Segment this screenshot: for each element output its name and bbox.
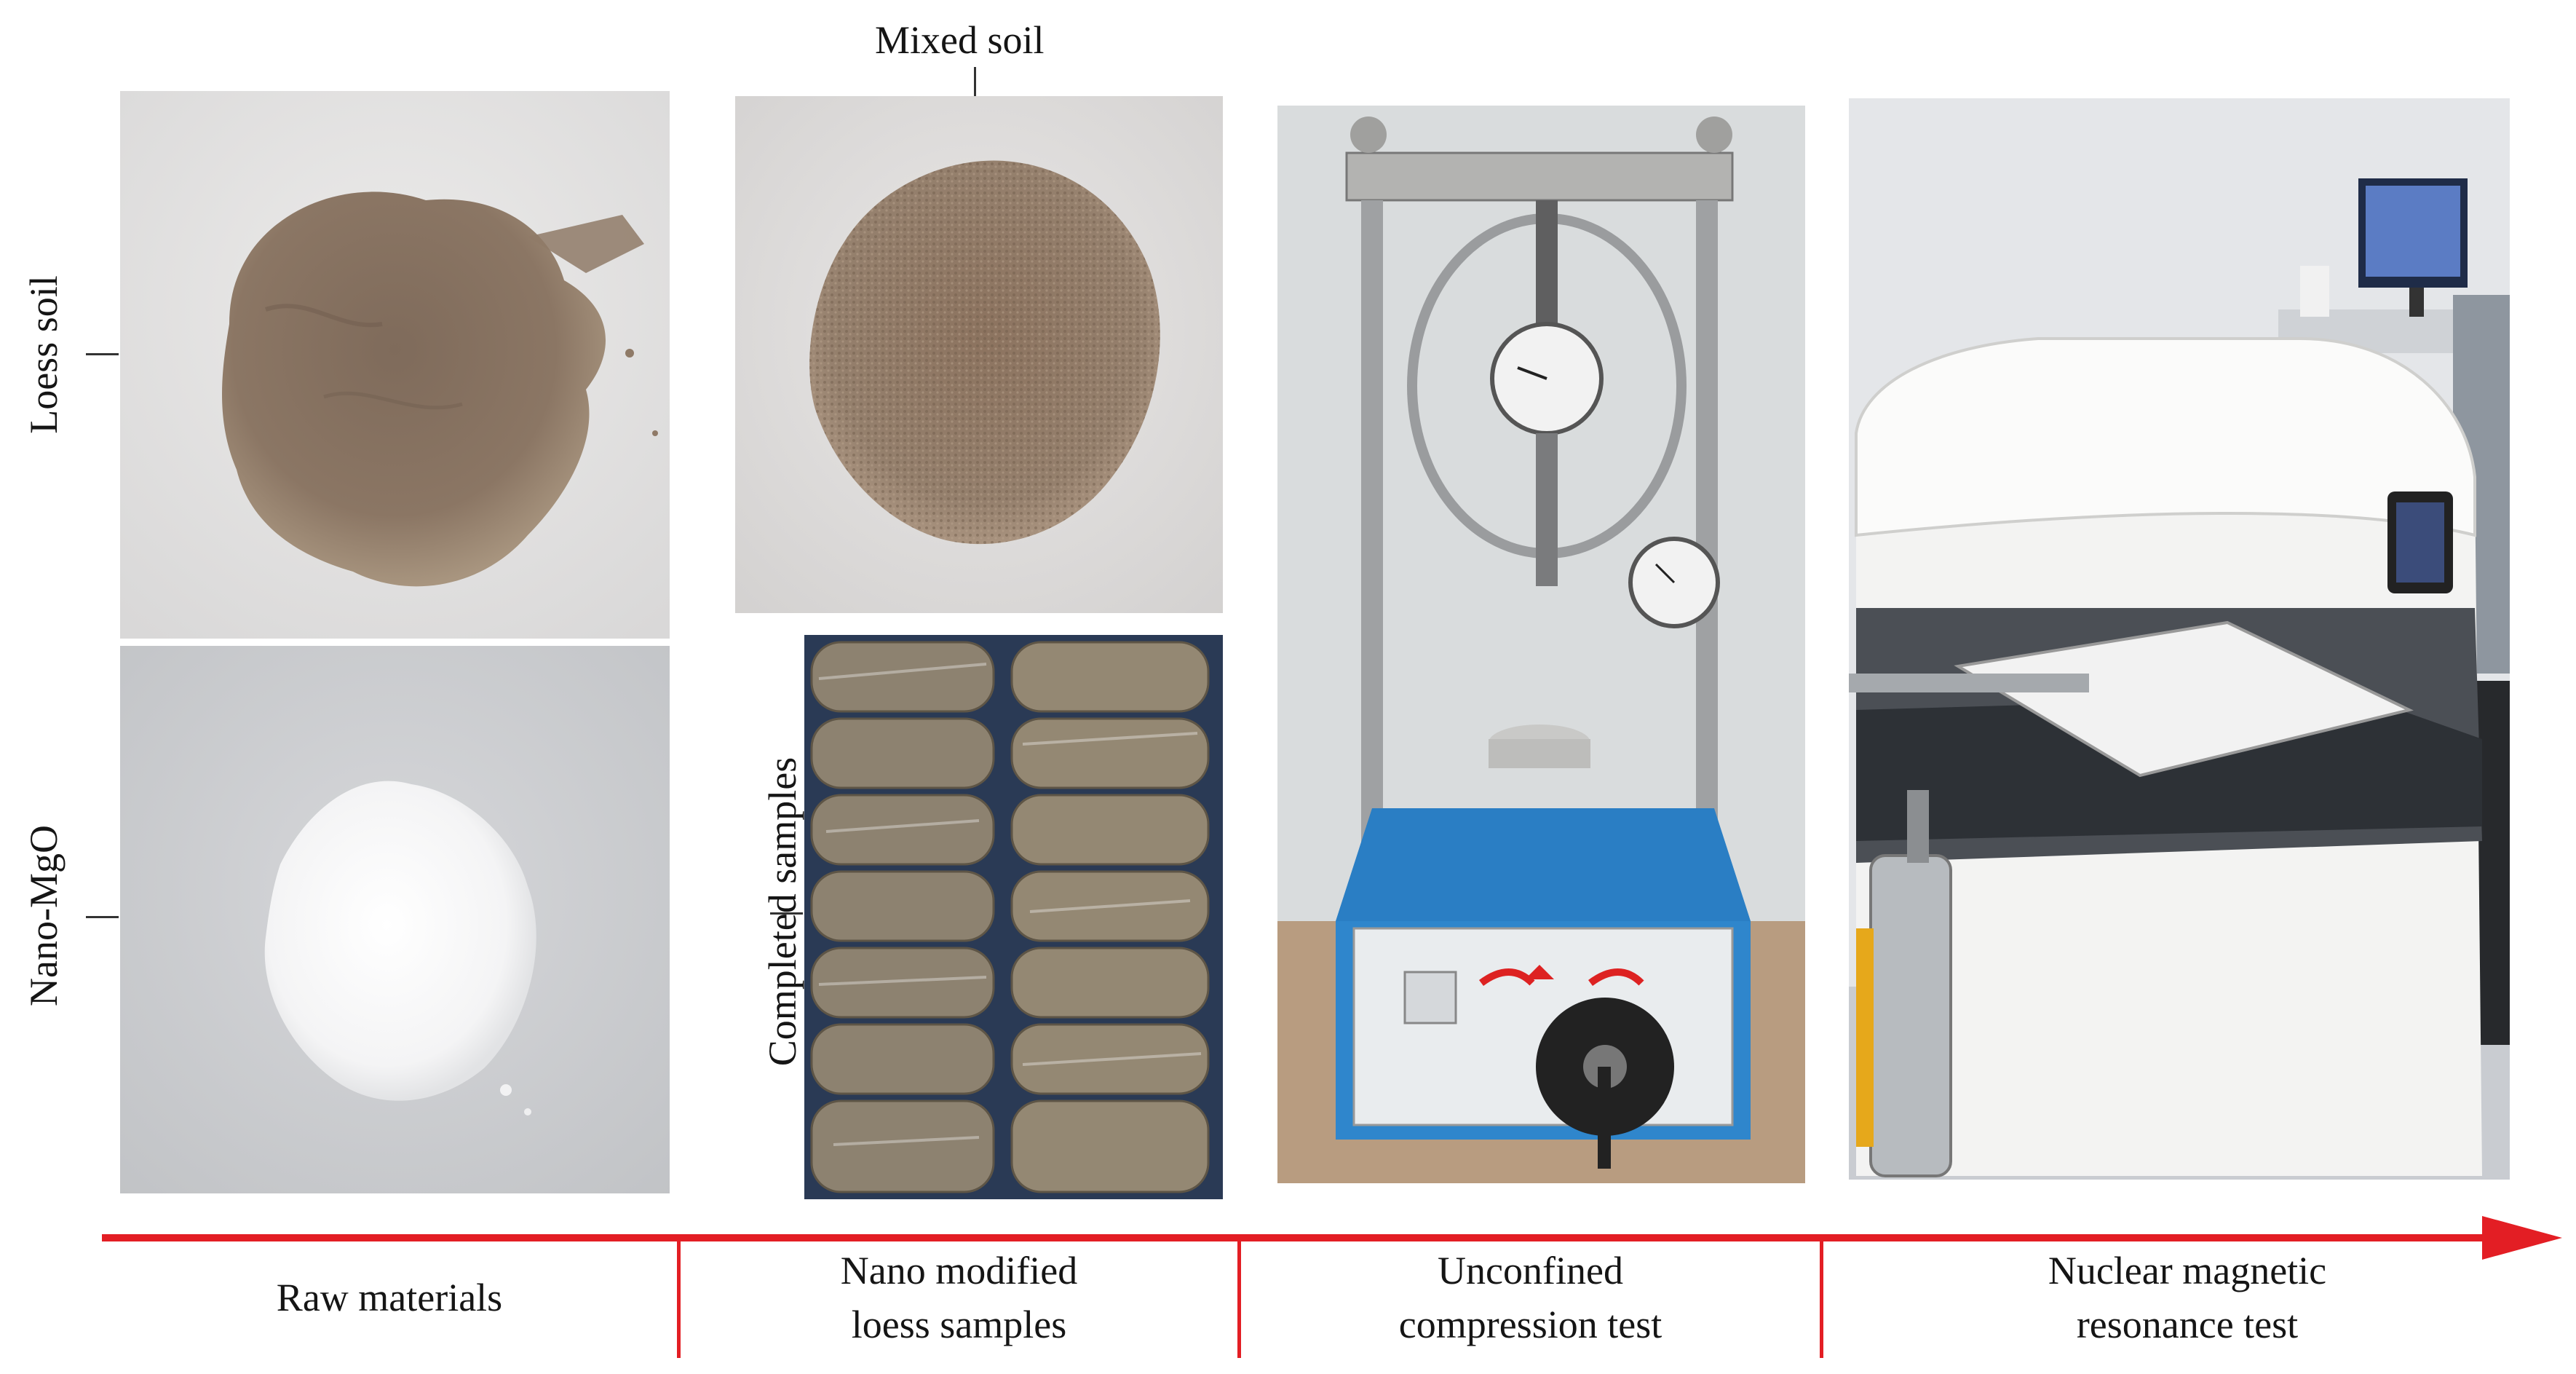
stage-4-line-2: resonance test	[2076, 1303, 2299, 1346]
nano-mgo-photo	[120, 646, 670, 1193]
completed-samples-leader	[770, 912, 803, 915]
mixed-soil-leader	[974, 67, 976, 96]
completed-samples-label: Completed samples	[761, 757, 804, 1067]
stage-raw-materials: Raw materials	[102, 1247, 677, 1349]
stage-unconfined-compression: Unconfined compression test	[1241, 1247, 1820, 1349]
stage-1-line-1: Raw materials	[276, 1276, 503, 1319]
stage-nano-modified-samples: Nano modified loess samples	[681, 1247, 1237, 1349]
stage-divider-1	[677, 1238, 681, 1358]
nano-mgo-label: Nano-MgO	[22, 825, 66, 1006]
nano-mgo-leader	[86, 916, 119, 918]
stage-3-line-1: Unconfined	[1438, 1249, 1623, 1292]
loess-soil-leader	[86, 353, 119, 355]
stage-divider-3	[1820, 1238, 1823, 1358]
nmr-instrument-photo	[1849, 98, 2510, 1180]
loess-soil-label: Loess soil	[22, 275, 66, 434]
loess-soil-photo	[120, 91, 670, 639]
stage-3-line-2: compression test	[1398, 1303, 1662, 1346]
stage-2-line-2: loess samples	[851, 1303, 1067, 1346]
mixed-soil-photo	[735, 96, 1223, 613]
stage-2-line-1: Nano modified	[840, 1249, 1078, 1292]
compression-apparatus-photo	[1277, 106, 1805, 1183]
timeline-arrow	[102, 1216, 2562, 1260]
stage-divider-2	[1237, 1238, 1241, 1358]
stage-nmr-test: Nuclear magnetic resonance test	[1823, 1247, 2551, 1349]
stage-4-line-1: Nuclear magnetic	[2048, 1249, 2327, 1292]
mixed-soil-label: Mixed soil	[875, 18, 1045, 62]
completed-samples-photo	[804, 635, 1223, 1199]
